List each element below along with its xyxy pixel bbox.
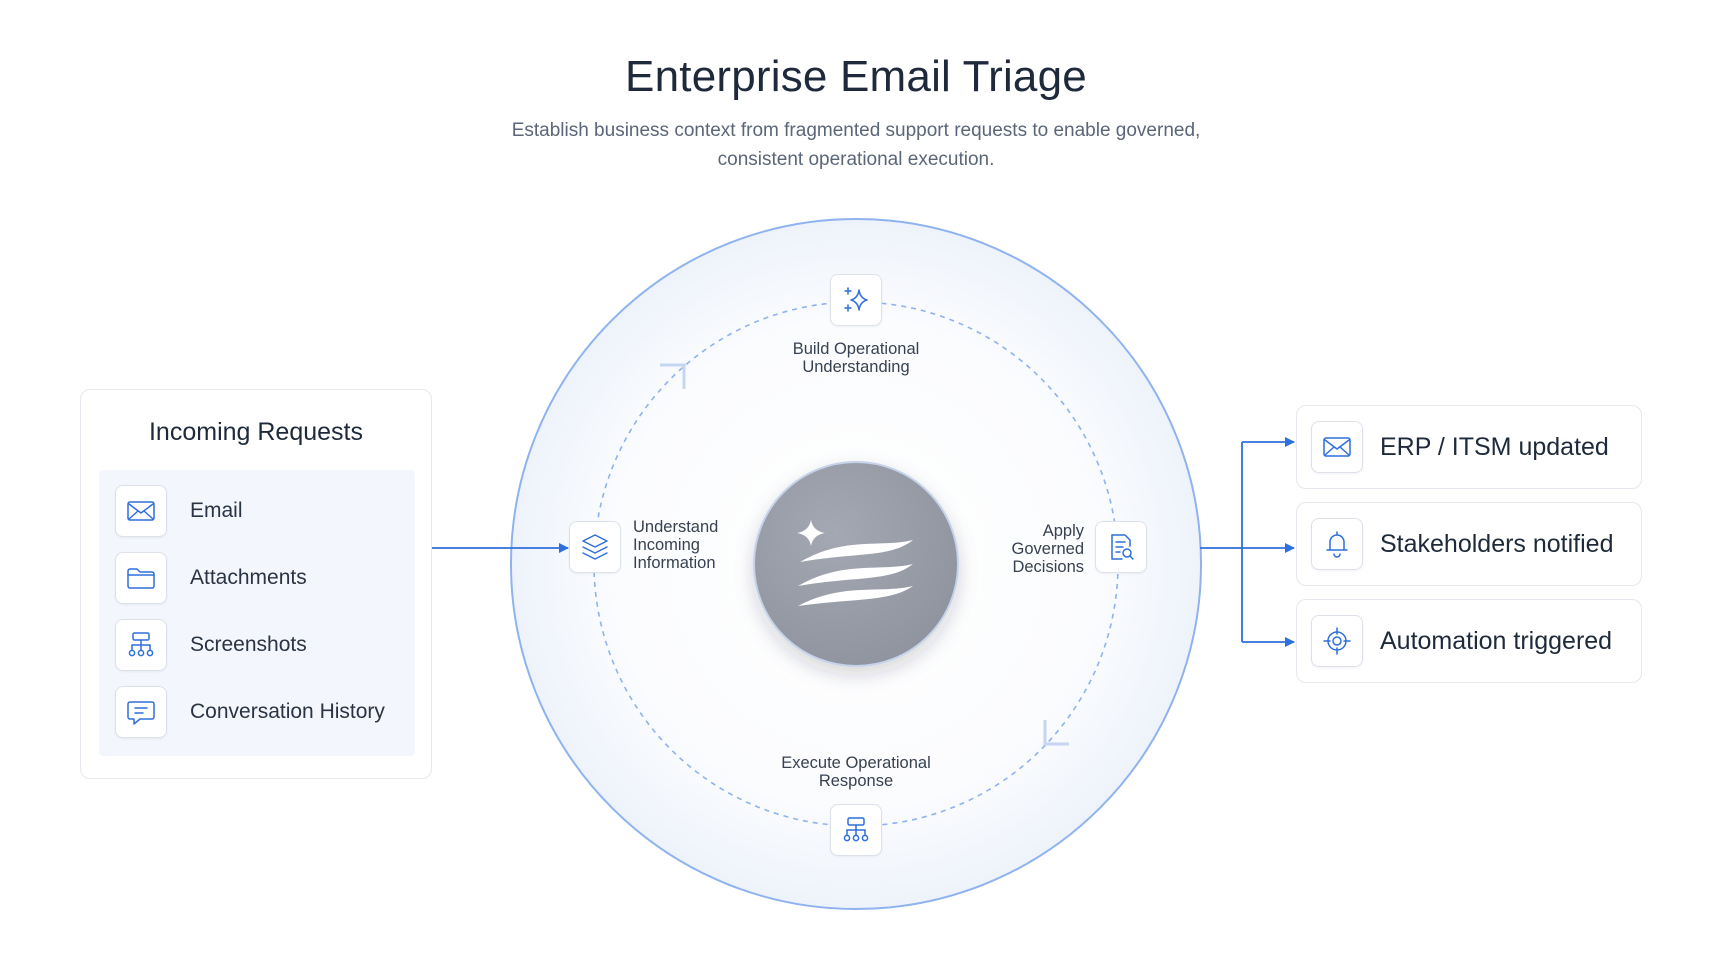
outcome-card-stakeholders: Stakeholders notified [1296,502,1642,586]
incoming-requests-list: Email Attachments Screenshots Conversati… [99,470,415,756]
center-circle [753,461,959,667]
incoming-requests-title: Incoming Requests [148,418,363,446]
list-item-attachments: Attachments [115,552,405,606]
list-item-label: Attachments [190,566,307,589]
list-item-label: Conversation History [190,700,385,723]
list-item-label: Email [190,499,243,522]
list-item-conversation-history: Conversation History [115,686,405,740]
list-item-screenshots: Screenshots [115,619,405,673]
outcome-label: Automation triggered [1380,627,1613,655]
incoming-requests-panel: Incoming Requests Email Attachments Scre… [80,389,432,779]
bottom-right-chevron [1043,720,1069,746]
outcome-card-erp: ERP / ITSM updated [1296,405,1642,489]
mail-icon [1311,421,1363,473]
output-connector [1200,437,1295,647]
sparkle-icon [830,274,882,326]
folder-icon [115,552,167,604]
outcome-label: ERP / ITSM updated [1380,433,1609,461]
outcome-label: Stakeholders notified [1380,530,1614,558]
outcome-card-automation: Automation triggered [1296,599,1642,683]
bell-icon [1311,518,1363,570]
stage-label-build: Build Operational Understanding [792,340,920,376]
mail-icon [115,485,167,537]
chat-icon [115,686,167,738]
list-item-label: Screenshots [190,633,307,656]
brand-logo-icon [797,520,913,606]
document-search-icon [1095,521,1147,573]
hierarchy-icon [830,804,882,856]
top-left-chevron [660,363,686,389]
layers-icon [569,521,621,573]
stage-label-understand: Understand Incoming Information [633,518,719,572]
stage-label-execute: Execute Operational Response [781,754,931,790]
page-subtitle: Establish business context from fragment… [511,120,1201,170]
list-item-email: Email [115,485,405,539]
stage-label-apply: Apply Governed Decisions [1011,522,1084,576]
page-title: Enterprise Email Triage [625,52,1087,101]
target-icon [1311,615,1363,667]
hierarchy-icon [115,619,167,671]
